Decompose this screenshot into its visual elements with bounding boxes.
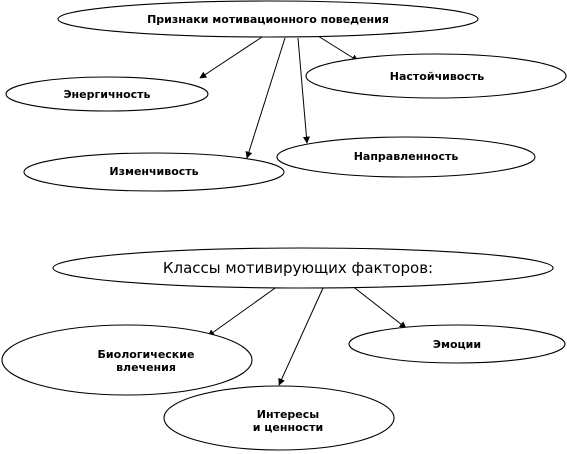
motivating-factors-diagram: Классы мотивирующих факторов: Биологичес…	[1, 247, 566, 451]
motivational-behavior-diagram: Признаки мотивационного поведения Энерги…	[5, 0, 567, 192]
node-biological-drives: Биологические влечения	[1, 324, 253, 396]
arrow-to-variability	[245, 37, 286, 159]
node-direction: Направленность	[276, 136, 536, 178]
label-direction: Направленность	[354, 150, 459, 163]
label-emotions: Эмоции	[433, 338, 481, 351]
node-interests-values: Интересы и ценности	[163, 385, 395, 451]
label-biological-line-1: Биологические	[98, 348, 195, 361]
central-label-motivational-behavior: Признаки мотивационного поведения	[147, 13, 389, 26]
arrow-to-energy	[199, 36, 263, 79]
node-persistence: Настойчивость	[305, 53, 567, 99]
arrow-to-interests	[278, 287, 324, 386]
arrow-to-persistence	[317, 35, 359, 62]
label-energy: Энергичность	[63, 88, 150, 101]
label-biological-line-2: влечения	[116, 361, 176, 374]
label-variability: Изменчивость	[109, 165, 198, 178]
node-variability: Изменчивость	[23, 152, 285, 192]
arrow-to-direction	[297, 37, 310, 144]
node-emotions: Эмоции	[348, 324, 566, 364]
arrow-to-biological	[207, 285, 279, 337]
central-node-motivating-factors: Классы мотивирующих факторов:	[52, 247, 554, 289]
arrow-to-emotions	[350, 284, 407, 329]
label-interests-line-2: и ценности	[253, 421, 324, 434]
central-label-motivating-factors: Классы мотивирующих факторов:	[163, 259, 433, 277]
node-energy: Энергичность	[5, 76, 209, 112]
label-persistence: Настойчивость	[390, 70, 484, 83]
central-node-motivational-behavior: Признаки мотивационного поведения	[57, 0, 479, 38]
label-interests-line-1: Интересы	[257, 408, 319, 421]
